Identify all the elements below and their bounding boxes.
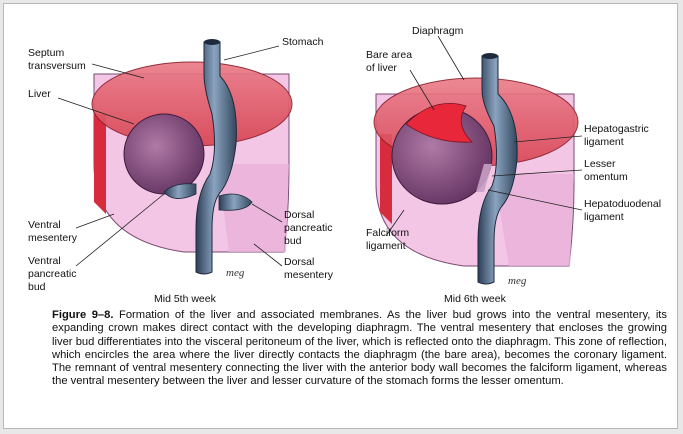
label-ventral-pancreatic-bud-2: pancreatic xyxy=(28,268,76,280)
label-hepatogastric-2: ligament xyxy=(584,136,624,148)
figure-number: Figure 9–8. xyxy=(52,309,114,321)
embryo-illustration: Septum transversum Stomach Liver Ventral… xyxy=(28,25,661,304)
label-septum-transversum-2: transversum xyxy=(28,60,86,72)
label-hepatoduodenal-2: ligament xyxy=(584,211,624,223)
left-ventral-mesentery-stripe xyxy=(94,114,106,214)
label-liver: Liver xyxy=(28,88,51,100)
label-septum-transversum-1: Septum xyxy=(28,47,64,59)
label-dorsal-pancreatic-bud-2: pancreatic xyxy=(284,222,332,234)
label-bare-area-2: of liver xyxy=(366,62,397,74)
left-gut-tube xyxy=(195,41,237,275)
right-embryo-drawing xyxy=(373,53,579,285)
right-dorsal-mesentery xyxy=(494,174,574,266)
right-subtitle: Mid 6th week xyxy=(444,293,507,304)
left-dorsal-mesentery xyxy=(219,164,289,252)
figure-caption: Figure 9–8. Formation of the liver and a… xyxy=(52,309,667,389)
left-artist-signature: meg xyxy=(226,267,245,279)
right-artist-signature: meg xyxy=(508,275,527,287)
label-dorsal-pancreatic-bud-3: bud xyxy=(284,235,302,247)
label-dorsal-pancreatic-bud-1: Dorsal xyxy=(284,209,314,221)
label-lesser-omentum-1: Lesser xyxy=(584,158,616,170)
label-ventral-mesentery-1: Ventral xyxy=(28,219,61,231)
left-dorsal-pancreatic-bud xyxy=(218,193,253,211)
figure-frame: Septum transversum Stomach Liver Ventral… xyxy=(3,3,678,429)
label-diaphragm: Diaphragm xyxy=(412,25,464,37)
label-dorsal-mesentery-1: Dorsal xyxy=(284,256,314,268)
figure-page: Septum transversum Stomach Liver Ventral… xyxy=(14,14,674,430)
label-falciform-2: ligament xyxy=(366,240,406,252)
left-esophagus-top xyxy=(204,39,220,45)
label-lesser-omentum-2: omentum xyxy=(584,171,628,183)
label-ventral-mesentery-2: mesentery xyxy=(28,232,78,244)
right-lesser-omentum xyxy=(476,164,492,192)
left-subtitle: Mid 5th week xyxy=(154,293,217,304)
label-ventral-pancreatic-bud-3: bud xyxy=(28,281,46,293)
caption-paragraph: Figure 9–8. Formation of the liver and a… xyxy=(52,309,667,389)
label-stomach: Stomach xyxy=(282,36,324,48)
label-ventral-pancreatic-bud-1: Ventral xyxy=(28,255,61,267)
label-dorsal-mesentery-2: mesentery xyxy=(284,269,334,281)
left-ventral-pancreatic-bud xyxy=(163,183,197,199)
right-leader-lines xyxy=(385,35,583,237)
left-embryo-drawing xyxy=(91,39,293,275)
label-bare-area-1: Bare area xyxy=(366,49,412,61)
right-falciform-stripe xyxy=(380,134,392,224)
label-falciform-1: Falciform xyxy=(366,227,409,239)
right-esophagus-top xyxy=(482,53,498,59)
caption-text: Formation of the liver and associated me… xyxy=(52,309,668,388)
right-bare-area xyxy=(405,103,473,143)
right-gut-tube xyxy=(477,55,518,285)
left-liver-bud xyxy=(123,113,205,195)
left-leader-lines xyxy=(57,45,283,267)
label-hepatoduodenal-1: Hepatoduodenal xyxy=(584,198,661,210)
label-hepatogastric-1: Hepatogastric xyxy=(584,123,649,135)
